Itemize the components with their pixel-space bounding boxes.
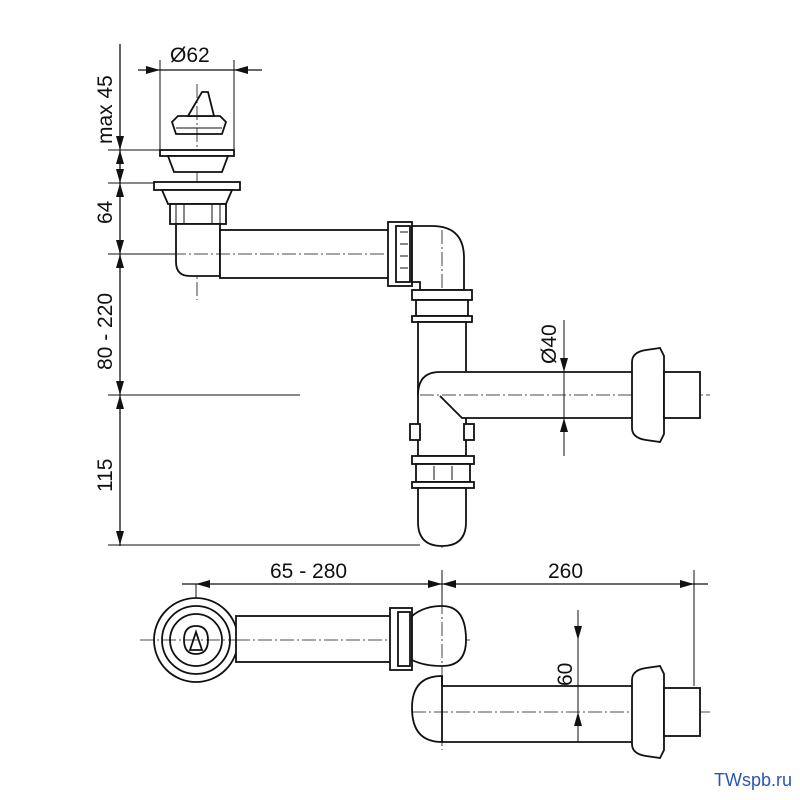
watermark: TWspb.ru: [713, 770, 792, 790]
dim-offset-60: 60: [554, 663, 577, 686]
dim-height-115: 115: [94, 459, 117, 492]
dim-width-260: 260: [548, 560, 583, 583]
top-view: [140, 570, 710, 759]
dim-height-64: 64: [94, 200, 117, 224]
dim-adjust-range: 80 - 220: [94, 293, 117, 370]
dim-top-diameter: Ø62: [170, 44, 210, 67]
dim-pipe-diameter: Ø40: [538, 324, 561, 364]
side-view: [108, 44, 710, 548]
dim-horizontal-range: 65 - 280: [270, 560, 347, 583]
dim-max-height: max 45: [94, 75, 117, 144]
